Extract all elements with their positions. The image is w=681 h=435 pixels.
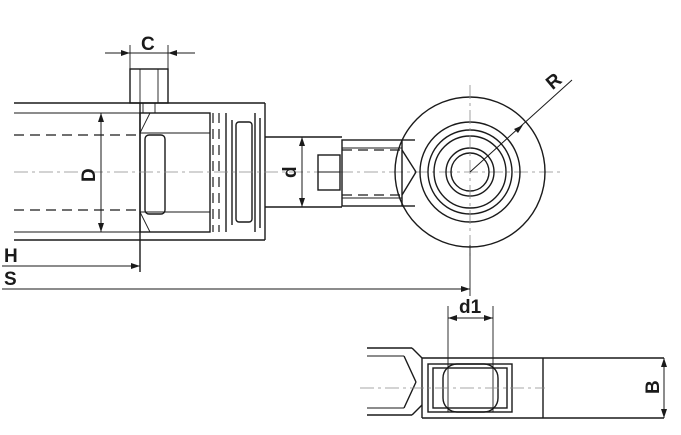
label-h: H — [4, 246, 18, 267]
label-d-bore: D — [79, 168, 100, 182]
rod-eye — [394, 85, 546, 258]
dimension-d-bore: D — [79, 113, 104, 232]
label-c: C — [141, 34, 155, 55]
dimension-s: S — [2, 245, 471, 296]
cylinder-body — [14, 68, 560, 272]
dimension-d1: d1 — [448, 297, 493, 321]
dimension-r: R — [469, 69, 573, 173]
dimension-d-rod: d — [280, 137, 305, 207]
label-d1: d1 — [459, 297, 482, 318]
piston-rod — [265, 136, 417, 208]
label-d-rod: d — [280, 166, 301, 178]
label-r: R — [542, 69, 566, 94]
dimension-b: B — [643, 358, 667, 418]
label-b: B — [643, 380, 664, 394]
rod-eye-section-view — [360, 306, 664, 419]
dimension-c: C — [105, 34, 195, 69]
label-s: S — [4, 269, 17, 290]
dimension-h: H — [2, 246, 140, 269]
